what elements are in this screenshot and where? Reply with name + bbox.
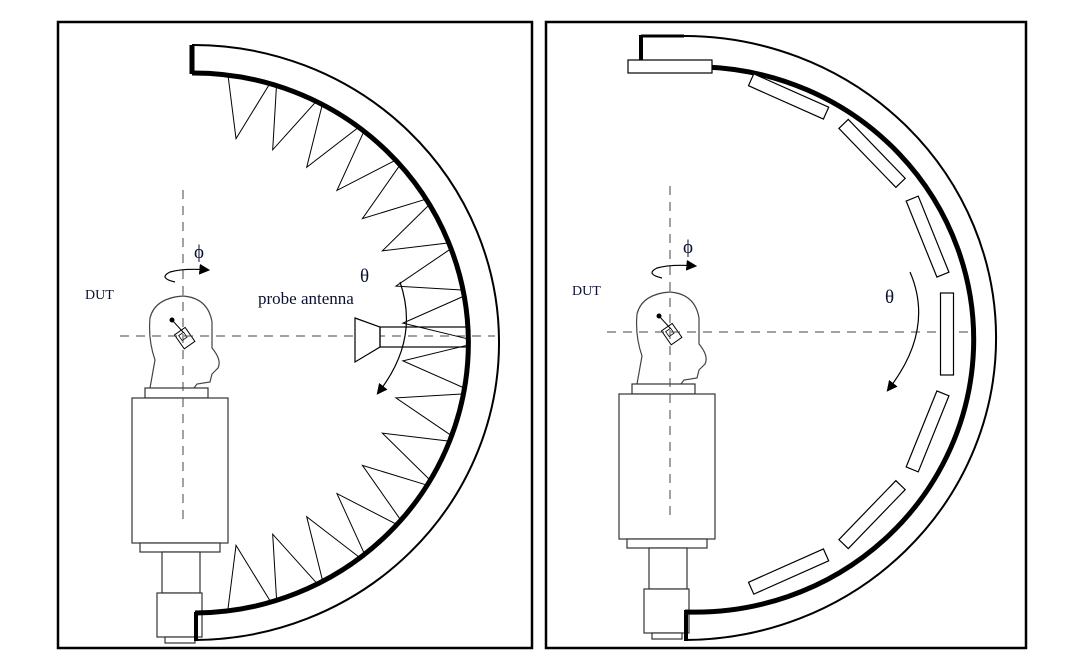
right-panel-multiprobe-system: DUT ϕ θ	[544, 20, 1028, 650]
absorber-cone	[380, 204, 448, 252]
theta-label: θ	[360, 266, 369, 287]
absorber-cone	[335, 131, 396, 192]
probe-plate	[905, 390, 950, 473]
probe-antenna-label: probe antenna	[258, 289, 354, 308]
probe-plate	[747, 548, 830, 595]
absorber-cone	[305, 104, 359, 169]
absorber-cone	[227, 74, 271, 141]
left-panel-frame	[56, 20, 534, 650]
chamber-outer-wall	[191, 43, 501, 641]
theta-arrow	[376, 281, 408, 395]
absorber-cone	[272, 85, 317, 152]
left-panel-anechoic-chamber: DUT ϕ θ probe antenna	[56, 20, 534, 650]
probe-antenna-horn	[354, 317, 469, 364]
probe-plate	[838, 118, 907, 189]
absorber-cone	[401, 344, 468, 388]
absorber-cone	[361, 164, 426, 220]
absorber-cone	[394, 248, 462, 291]
absorber-cone	[305, 515, 359, 580]
arch-outer-wall	[682, 34, 998, 641]
dut-label: DUT	[572, 284, 601, 299]
probe-plate	[838, 479, 907, 550]
dut-label: DUT	[85, 288, 114, 303]
phi-label: ϕ	[194, 242, 204, 263]
probe-plates	[747, 73, 955, 595]
absorber-cones	[227, 74, 468, 610]
absorber-cone	[361, 464, 426, 520]
phi-label: ϕ	[683, 237, 693, 258]
top-probe-plate	[627, 59, 713, 74]
absorber-cone	[272, 532, 317, 599]
probe-plate	[905, 195, 950, 278]
absorber-cone	[380, 432, 448, 480]
theta-label: θ	[885, 287, 894, 308]
theta-arrow	[886, 271, 920, 392]
absorber-cone	[227, 543, 271, 610]
absorber-cone	[401, 296, 468, 340]
absorber-cone	[335, 492, 396, 553]
absorber-cone	[394, 393, 462, 436]
probe-plate	[747, 73, 830, 120]
arch-inner-wall	[684, 64, 977, 615]
probe-plate	[939, 292, 955, 376]
